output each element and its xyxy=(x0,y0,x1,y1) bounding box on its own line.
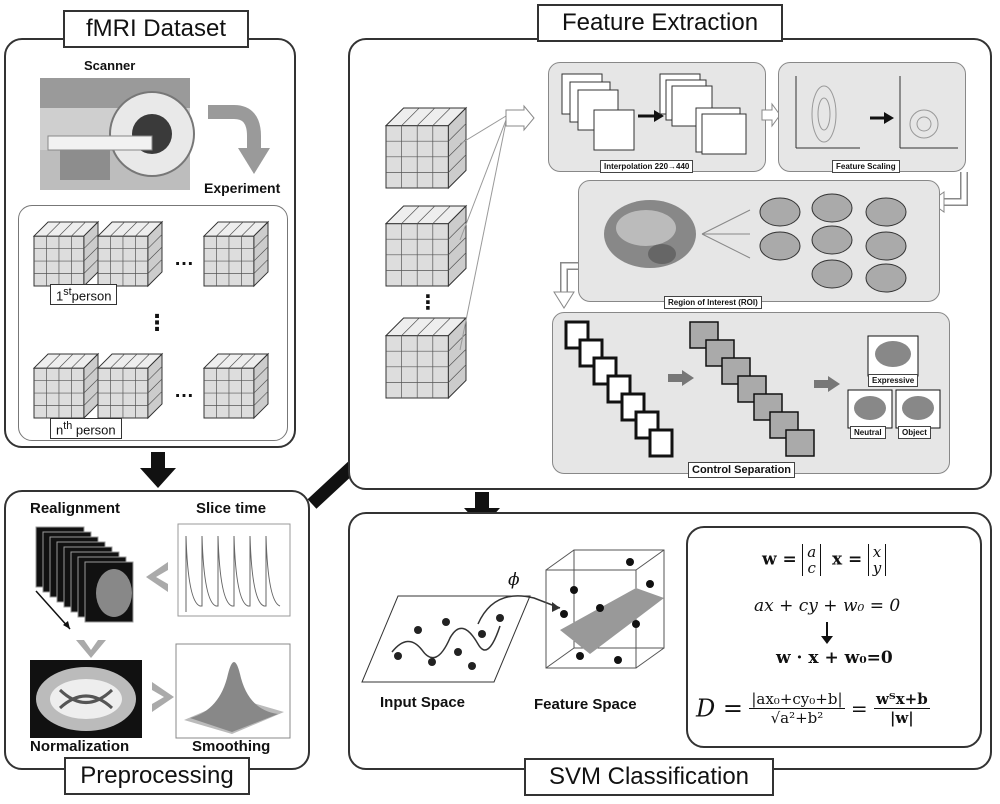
dataset-title: fMRI Dataset xyxy=(63,10,249,48)
object-label: Object xyxy=(898,426,931,439)
slice-time-plot xyxy=(177,523,291,617)
first-person-label: 1stperson xyxy=(50,284,118,306)
distance-equation: D = |ax₀+cy₀+b| √a²+b² = wᵀx+b |w| xyxy=(696,690,930,727)
neutral-brain-image xyxy=(847,389,893,429)
nth-person-prefix: n xyxy=(56,422,64,438)
slice-time-label: Slice time xyxy=(196,500,267,517)
voxel-grid xyxy=(96,220,164,288)
feature-scaling-label: Feature Scaling xyxy=(832,160,900,173)
right-chevron-icon xyxy=(152,682,174,712)
realignment-label: Realignment xyxy=(30,500,121,517)
right-arrow-icon xyxy=(814,376,840,392)
distance-equals: = xyxy=(850,696,868,721)
down-arrow-icon xyxy=(140,452,176,488)
distance-numerator-2: wᵀx+b xyxy=(873,690,930,709)
interpolation-label: Interpolation 220→440 xyxy=(600,160,694,173)
vertical-ellipsis: ⋮ xyxy=(418,292,438,314)
distance-denominator-2: |w| xyxy=(889,709,914,727)
experiment-arrow xyxy=(208,105,270,174)
vertical-ellipsis: ⋮ xyxy=(146,310,168,335)
voxel-grid xyxy=(202,352,270,420)
right-hollow-arrow-icon xyxy=(761,102,781,128)
x-vec-x: x xyxy=(872,543,882,561)
x-equals: x = xyxy=(831,549,863,570)
roi-brains xyxy=(604,193,907,293)
phi-mapping-arrow xyxy=(477,595,561,625)
neutral-label: Neutral xyxy=(850,426,886,439)
expressive-label: Expressive xyxy=(868,374,919,387)
distance-numerator-1: |ax₀+cy₀+b| xyxy=(749,690,845,709)
nth-person-sup: th xyxy=(63,420,73,432)
object-brain-image xyxy=(895,389,941,429)
distance-denominator-1: √a²+b² xyxy=(770,709,824,727)
input-space-plane xyxy=(361,595,531,683)
feature-space-cube xyxy=(545,549,665,669)
connector-lines xyxy=(459,104,535,351)
nth-person-label: nth person xyxy=(50,418,122,440)
smoothing-gaussian-plot xyxy=(175,643,291,739)
face-sequence xyxy=(564,320,674,458)
voxel-grid xyxy=(384,316,468,400)
expressive-brain-image xyxy=(867,335,919,377)
down-arrow-icon xyxy=(821,622,833,644)
interpolation-slices xyxy=(561,73,747,155)
equation-box xyxy=(686,526,982,748)
voxel-grid xyxy=(202,220,270,288)
right-arrow-icon xyxy=(668,370,694,386)
voxel-grid xyxy=(32,220,100,288)
preprocessing-title: Preprocessing xyxy=(64,757,250,795)
mri-scanner-image xyxy=(40,78,195,190)
first-person-suffix: person xyxy=(71,288,112,304)
voxel-grid xyxy=(384,106,468,190)
dot-product-equation: w · x + w₀=0 xyxy=(776,648,893,668)
normalization-label: Normalization xyxy=(30,738,130,755)
normalization-image xyxy=(30,660,142,738)
voxel-grid xyxy=(96,352,164,420)
feature-title: Feature Extraction xyxy=(537,4,783,42)
distance-fraction-1: |ax₀+cy₀+b| √a²+b² xyxy=(749,690,845,727)
horizontal-ellipsis: … xyxy=(174,380,194,402)
left-chevron-icon xyxy=(146,562,168,592)
control-separation-label: Control Separation xyxy=(688,462,796,478)
distance-lhs: D = xyxy=(696,694,743,723)
phi-symbol: ϕ xyxy=(508,570,520,590)
horizontal-ellipsis: … xyxy=(174,248,194,270)
smoothing-label: Smoothing xyxy=(192,738,271,755)
voxel-grid xyxy=(384,204,468,288)
w-vec-a: a xyxy=(807,543,817,561)
realignment-stack-image xyxy=(35,526,134,630)
w-vec-c: c xyxy=(807,559,816,577)
line-equation: ax + cy + w₀ = 0 xyxy=(754,596,901,616)
feature-scaling-plot xyxy=(795,76,958,149)
first-person-sup: st xyxy=(63,286,72,298)
input-space-label: Input Space xyxy=(380,694,466,711)
w-equals: w = xyxy=(762,549,797,570)
down-chevron-icon xyxy=(76,640,106,658)
roi-label: Region of Interest (ROI) xyxy=(664,296,762,309)
svm-title: SVM Classification xyxy=(524,758,774,796)
voxel-grid xyxy=(32,352,100,420)
first-person-prefix: 1 xyxy=(56,288,64,304)
feature-space-label: Feature Space xyxy=(534,696,637,713)
down-hollow-arrow-icon xyxy=(553,262,578,309)
experiment-label: Experiment xyxy=(204,180,281,196)
nth-person-suffix: person xyxy=(72,422,116,438)
brain-sequence xyxy=(689,321,815,457)
x-vec-y: y xyxy=(872,559,882,577)
scanner-label: Scanner xyxy=(84,58,136,73)
distance-fraction-2: wᵀx+b |w| xyxy=(873,690,930,727)
